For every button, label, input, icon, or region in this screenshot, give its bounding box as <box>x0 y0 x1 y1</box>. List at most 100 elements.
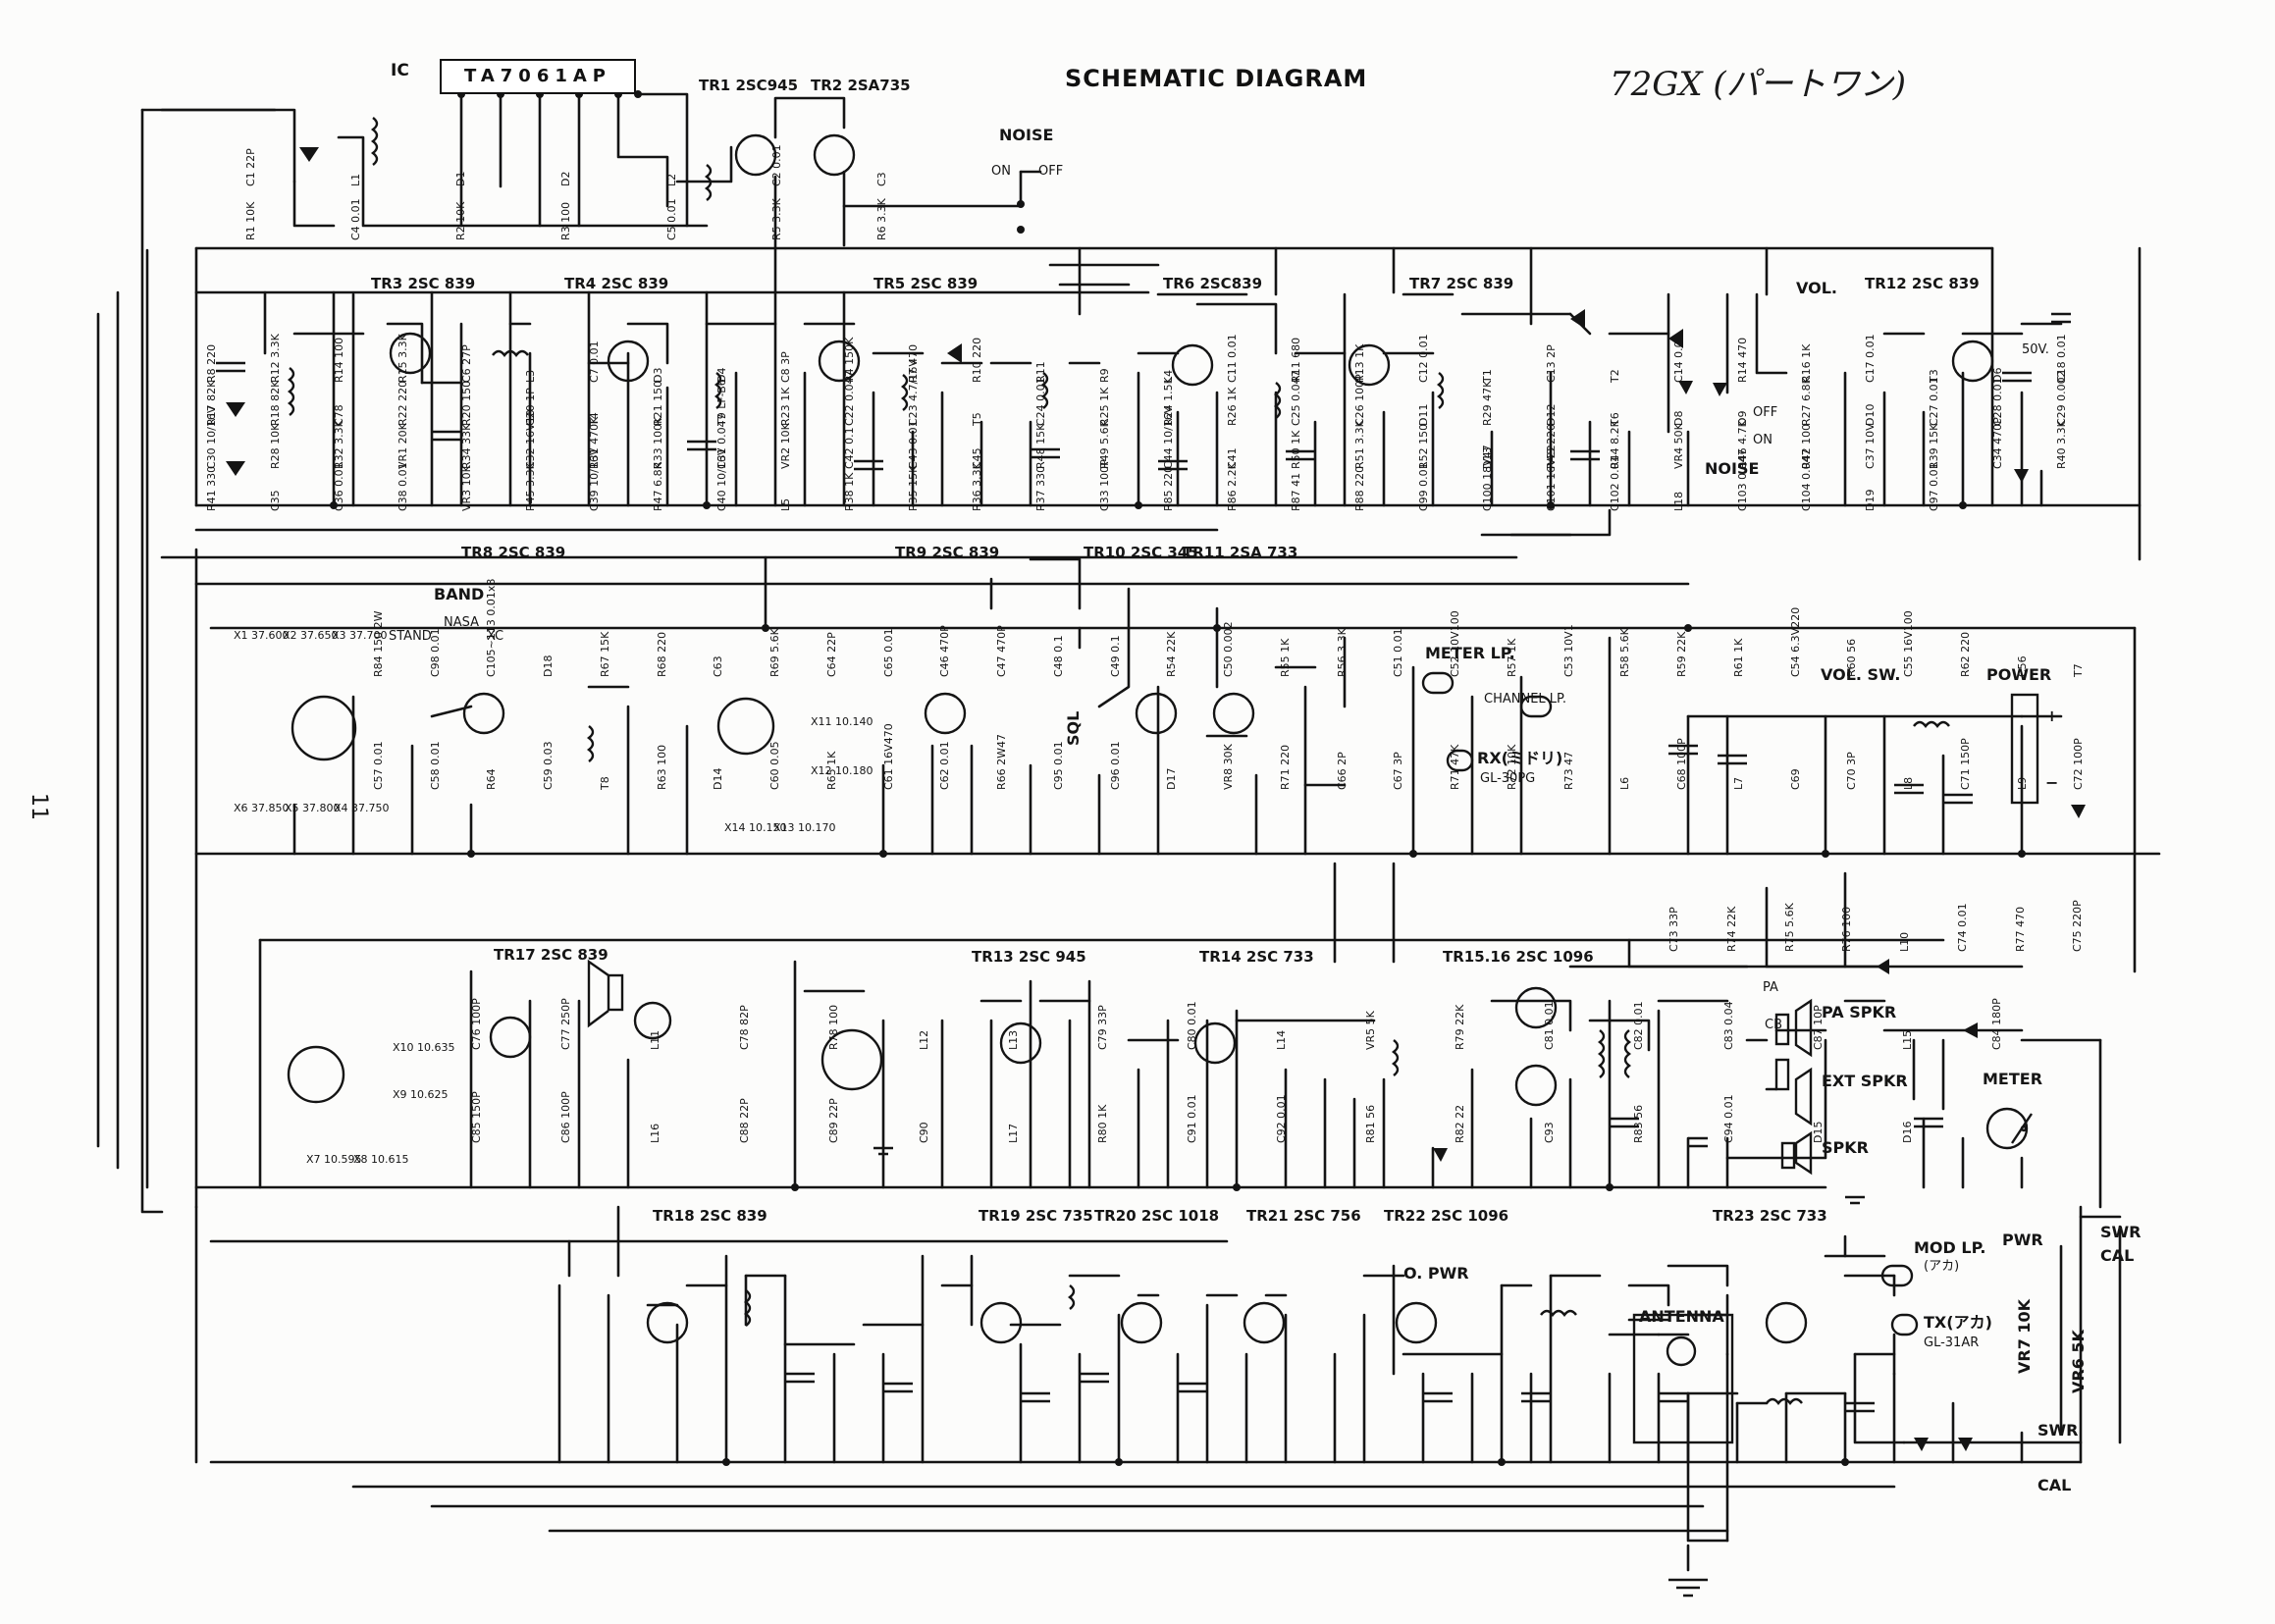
component-label: T2 <box>1609 369 1621 383</box>
component-label: C52 10V100 <box>1449 610 1461 677</box>
component-label: C59 0.03 <box>542 741 555 790</box>
antenna-label: ANTENNA <box>1639 1307 1724 1326</box>
component-label: C81 0.01 <box>1543 1001 1556 1050</box>
component-label: C87 10P <box>1812 1005 1825 1050</box>
vr6-label: VR6 5K <box>2069 1330 2088 1393</box>
band-xc-label: XC <box>487 629 504 644</box>
component-label: C61 16V470 <box>882 723 895 790</box>
component-label: C17 0.01 <box>1864 334 1877 383</box>
component-label: C47 470P <box>995 625 1008 677</box>
component-label: L16 <box>649 1123 661 1143</box>
component-label: C25 0.047 <box>1290 370 1302 426</box>
vr7-label: VR7 10K <box>2015 1298 2034 1374</box>
component-label: C73 33P <box>1667 907 1680 952</box>
component-label: C42 0.1 <box>843 427 856 469</box>
component-label: R26 1K <box>1226 387 1239 426</box>
component-label: R85 220 <box>1162 465 1175 511</box>
crystal-label: X6 37.850 <box>234 802 290 814</box>
component-label: C71 150P <box>1959 738 1972 790</box>
transistor-label: TR21 2SC 756 <box>1246 1207 1361 1225</box>
ic-chip: TA7061AP <box>440 59 636 94</box>
component-label: C93 <box>1543 1122 1556 1143</box>
noise-switch-on: ON <box>1753 433 1772 447</box>
component-label: C48 0.1 <box>1052 635 1065 677</box>
crystal-label: X13 10.170 <box>773 821 836 834</box>
component-label: R64 <box>485 768 498 790</box>
transistor-label: TR4 2SC 839 <box>564 275 669 292</box>
component-label: C94 0.01 <box>1722 1094 1735 1143</box>
component-label: R6 3.3K <box>875 198 888 240</box>
component-label: C97 0.01 <box>1928 462 1940 511</box>
component-label: C39 10/16V <box>588 447 601 511</box>
component-label: C90 <box>918 1122 930 1143</box>
component-label: C11 0.01 <box>1226 334 1239 383</box>
component-label: R57 1K <box>1506 638 1518 677</box>
cal-label-top: CAL <box>2100 1246 2135 1265</box>
component-label: C92 0.01 <box>1275 1094 1288 1143</box>
component-label: L11 <box>649 1029 661 1050</box>
component-label: C27 0.01 <box>1928 377 1940 426</box>
crystal-label: X3 37.700 <box>332 629 388 642</box>
component-label: C12 0.01 <box>1417 334 1430 383</box>
component-label: D1 <box>454 171 467 186</box>
component-label: R65 1K <box>825 751 838 790</box>
component-label: R51 3.3K <box>1353 420 1366 469</box>
sql-label: SQL <box>1064 710 1083 746</box>
pwr-label: PWR <box>2002 1231 2043 1249</box>
component-label: L13 <box>1007 1029 1020 1050</box>
component-label: C104 0.047 <box>1800 448 1813 511</box>
component-label: R72 10K <box>1506 744 1518 790</box>
component-label: T7 <box>2072 663 2085 677</box>
tx-lamp-part: GL-31AR <box>1924 1336 1980 1350</box>
component-label: R5 3.3K <box>770 198 783 240</box>
component-label: C65 0.01 <box>882 628 895 677</box>
transistor-label: TR7 2SC 839 <box>1409 275 1514 292</box>
component-label: R2 10K <box>454 201 467 240</box>
component-label: VR8 30K <box>1222 744 1235 790</box>
crystal-label: X10 10.635 <box>393 1041 455 1054</box>
transistor-label: TR17 2SC 839 <box>494 946 608 964</box>
component-label: C38 0.01 <box>397 462 409 511</box>
component-label: C23 4.7/16V <box>907 359 920 426</box>
component-label: C85 150P <box>470 1091 483 1143</box>
component-label: C66 2P <box>1336 752 1349 790</box>
component-label: R50 1K <box>1290 430 1302 469</box>
component-label: L18 <box>1672 491 1685 511</box>
transistor-label: TR1 2SC945 <box>699 77 799 94</box>
component-label: R38 1K <box>843 472 856 511</box>
component-label: VR5 5K <box>1364 1011 1377 1050</box>
crystal-label: X7 10.595 <box>306 1153 362 1166</box>
mod-lamp-label: MOD LP. <box>1914 1238 1986 1257</box>
component-label: C13 2P <box>1545 344 1558 383</box>
transistor-label: TR12 2SC 839 <box>1865 275 1980 292</box>
component-label: C44 10/16V <box>1162 405 1175 469</box>
component-label: R84 150 2W <box>372 610 385 677</box>
component-label: C3 <box>875 172 888 186</box>
component-label: C76 100P <box>470 998 483 1050</box>
component-label: R36 3.3K <box>971 462 983 511</box>
component-label: R62 220 <box>1959 631 1972 677</box>
component-label: C79 33P <box>1096 1005 1109 1050</box>
cal-label-bottom: CAL <box>2037 1476 2072 1494</box>
component-label: L9 <box>2016 776 2029 790</box>
component-label: R22 220 <box>397 380 409 426</box>
component-label: R14 100 <box>333 337 345 383</box>
component-label: R45 3.3K <box>524 462 537 511</box>
component-label: D11 <box>1417 403 1430 426</box>
transistor-label: TR19 2SC 735 <box>979 1207 1093 1225</box>
component-label: R88 220 <box>1353 465 1366 511</box>
component-label: C101 16V22 <box>1545 445 1558 511</box>
component-label: VR3 10K <box>460 465 473 511</box>
transistor-label: TR8 2SC 839 <box>461 544 566 561</box>
transistor-label: TR9 2SC 839 <box>895 544 1000 561</box>
component-label: L7 <box>1732 776 1745 790</box>
component-label: R8 220 <box>205 343 218 383</box>
component-label: R15 3.3K <box>397 334 409 383</box>
component-label: C29 0.002 <box>2055 370 2068 426</box>
power-plus: + <box>2045 707 2059 725</box>
component-label: R78 100 <box>827 1004 840 1050</box>
component-label: L2 <box>665 173 678 186</box>
ext-speaker-label: EXT SPKR <box>1822 1072 1908 1090</box>
band-label: BAND <box>434 585 485 603</box>
